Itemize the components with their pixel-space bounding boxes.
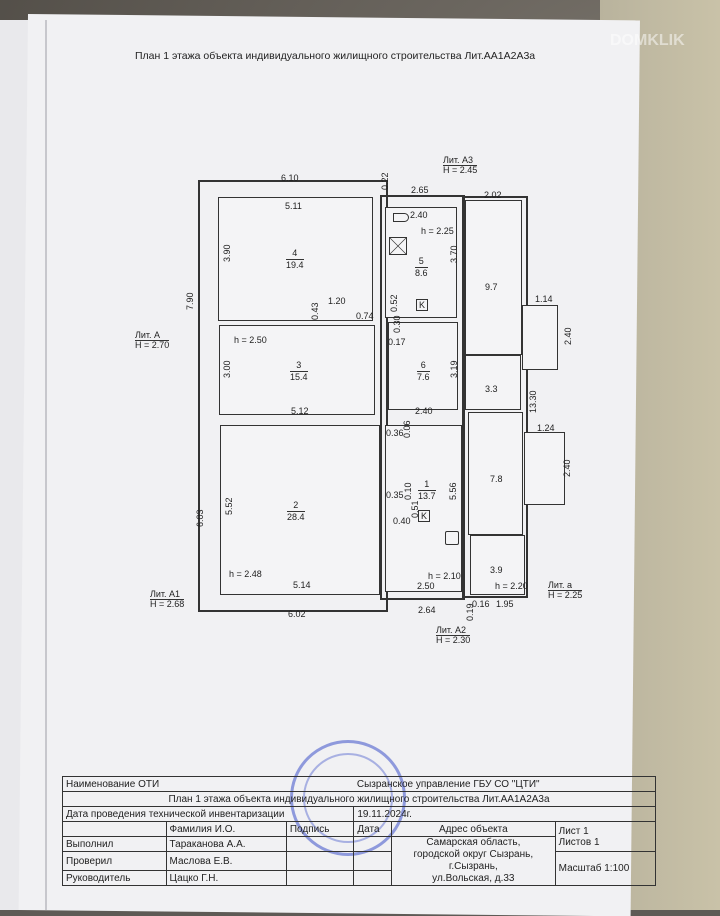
porch-2	[524, 432, 565, 505]
dimension: 1.14	[535, 294, 553, 304]
col-address: Адрес объекта	[392, 822, 556, 837]
dimension: 2.40	[562, 459, 572, 477]
role: Выполнил	[63, 837, 167, 852]
dimension: 0.10	[403, 482, 413, 500]
role: Проверил	[63, 852, 167, 871]
porch-1	[522, 305, 558, 370]
dimension: 5.11	[285, 201, 302, 211]
dimension: 1.20	[328, 296, 346, 306]
date-label: Дата проведения технической инвентаризац…	[63, 807, 354, 822]
room-1	[385, 425, 462, 592]
dimension: 0.52	[389, 294, 399, 312]
person: Маслова Е.В.	[166, 852, 286, 871]
dimension: 5.56	[448, 482, 458, 500]
plan-name: План 1 этажа объекта индивидуального жил…	[63, 792, 656, 807]
room-label: 3.9	[490, 565, 503, 575]
person: Тараканова А.А.	[166, 837, 286, 852]
person: Цацко Г.Н.	[166, 871, 286, 886]
dimension: 3.70	[449, 245, 459, 263]
col-sign: Подпись	[286, 822, 354, 837]
shower-icon	[389, 237, 407, 255]
toilet-icon	[393, 213, 409, 222]
dimension: 6.10	[281, 173, 299, 183]
dimension: 1.24	[537, 423, 555, 433]
object-address: Самарская область,городской округ Сызран…	[392, 837, 556, 886]
stove-mark: K	[418, 510, 430, 522]
dimension: 3.00	[222, 360, 232, 378]
height-label: h = 2.25	[421, 226, 454, 236]
dimension: 7.90	[185, 292, 195, 310]
dimension: 3.90	[222, 244, 232, 262]
height-label: h = 2.50	[234, 335, 267, 345]
dimension: 0.06	[402, 420, 412, 438]
oti-value: Сызранское управление ГБУ СО "ЦТИ"	[354, 777, 656, 792]
height-label: h = 2.20	[495, 581, 528, 591]
dimension: 2.65	[411, 185, 429, 195]
dimension: 2.64	[418, 605, 436, 615]
dimension: 2.40	[415, 406, 433, 416]
dimension: 5.14	[293, 580, 311, 590]
dimension: 0.40	[393, 516, 411, 526]
signature	[286, 871, 354, 886]
stove-mark: K	[416, 299, 428, 311]
role: Руководитель	[63, 871, 167, 886]
dimension: 0.19	[465, 603, 475, 621]
col-date: Дата	[354, 822, 392, 837]
dimension: 0.43	[310, 302, 320, 320]
dimension: 2.40	[410, 210, 428, 220]
page-fold	[45, 20, 47, 910]
room-label: 3.3	[485, 384, 498, 394]
room-label: 9.7	[485, 282, 498, 292]
dimension: 0.22	[380, 172, 390, 190]
dimension: 3.19	[449, 360, 459, 378]
oti-label: Наименование ОТИ	[63, 777, 354, 792]
room-3-3	[465, 355, 521, 410]
dimension: 0.35	[386, 490, 404, 500]
dimension: 5.52	[224, 497, 234, 515]
col-name: Фамилия И.О.	[166, 822, 286, 837]
dimension: 6.03	[195, 509, 205, 527]
room-9-7	[465, 200, 522, 355]
date-value: 19.11.2024г.	[354, 807, 656, 822]
scale: Масштаб 1:100	[555, 852, 655, 886]
room-label: 7.8	[490, 474, 503, 484]
signature	[286, 852, 354, 871]
dimension: 5.12	[291, 406, 309, 416]
dimension: 2.50	[417, 581, 435, 591]
signature	[286, 837, 354, 852]
cooktop-icon	[445, 531, 459, 545]
height-label: h = 2.48	[229, 569, 262, 579]
dimension: 0.17	[388, 337, 406, 347]
watermark: DOMKLIK	[610, 32, 685, 50]
plan-title: План 1 этажа объекта индивидуального жил…	[135, 50, 535, 62]
dimension: 1.95	[496, 599, 514, 609]
dimension: 0.36	[386, 428, 404, 438]
height-label: h = 2.10	[428, 571, 461, 581]
dimension: 0.30	[392, 315, 402, 333]
dimension: 13.30	[528, 390, 538, 413]
dimension: 6.02	[288, 609, 306, 619]
dimension: 0.74	[356, 311, 374, 321]
dimension: 2.02	[484, 190, 502, 200]
dimension: 2.40	[563, 327, 573, 345]
